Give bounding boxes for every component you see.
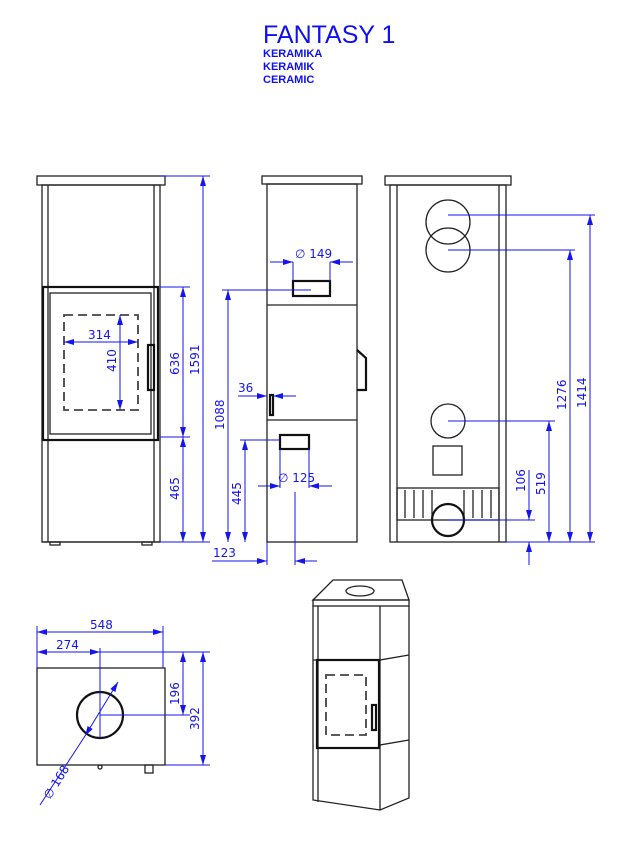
dim-door-bottom: 465 (168, 477, 182, 500)
dim-door-height: 636 (168, 352, 182, 375)
dim-flue-center-x: 274 (56, 638, 79, 652)
material-label-en: CERAMIC (263, 74, 315, 86)
dim-window-height: 410 (105, 349, 119, 372)
drawing-title: FANTASY 1 KERAMIKA KERAMIK CERAMIC (263, 22, 395, 87)
dim-foot-offset: 123 (213, 546, 236, 560)
dim-back-1276: 1276 (555, 379, 569, 410)
model-name: FANTASY 1 (263, 21, 396, 49)
material-label-de: KERAMIK (263, 61, 315, 73)
side-view: ∅ 149 1088 36 445 ∅ 125 123 (212, 175, 368, 565)
dim-rear-offset: 36 (238, 381, 253, 395)
dim-top-flue-height: 1088 (213, 399, 227, 430)
dim-front-height: 1591 (188, 344, 202, 375)
front-view: 1591 636 465 314 410 (36, 175, 210, 546)
dim-top-width: 548 (90, 618, 113, 632)
dim-flue-diameter: ∅ 168 (41, 763, 73, 802)
dim-rear-flue-height: 445 (230, 482, 244, 505)
dim-top-depth: 392 (188, 707, 202, 730)
top-view: 548 274 196 392 ∅ 168 (36, 618, 210, 806)
dim-top-flue-diameter: ∅ 149 (295, 247, 332, 261)
back-view: 1414 1276 519 106 (384, 175, 595, 565)
dim-back-1414: 1414 (575, 377, 589, 408)
perspective-view (311, 579, 410, 811)
dim-back-519: 519 (534, 472, 548, 495)
dim-rear-flue-diameter: ∅ 125 (278, 471, 315, 485)
dim-flue-center-y: 196 (168, 682, 182, 705)
dim-back-106: 106 (514, 469, 528, 492)
dim-window-width: 314 (88, 328, 111, 342)
material-label-cz: KERAMIKA (263, 48, 323, 60)
